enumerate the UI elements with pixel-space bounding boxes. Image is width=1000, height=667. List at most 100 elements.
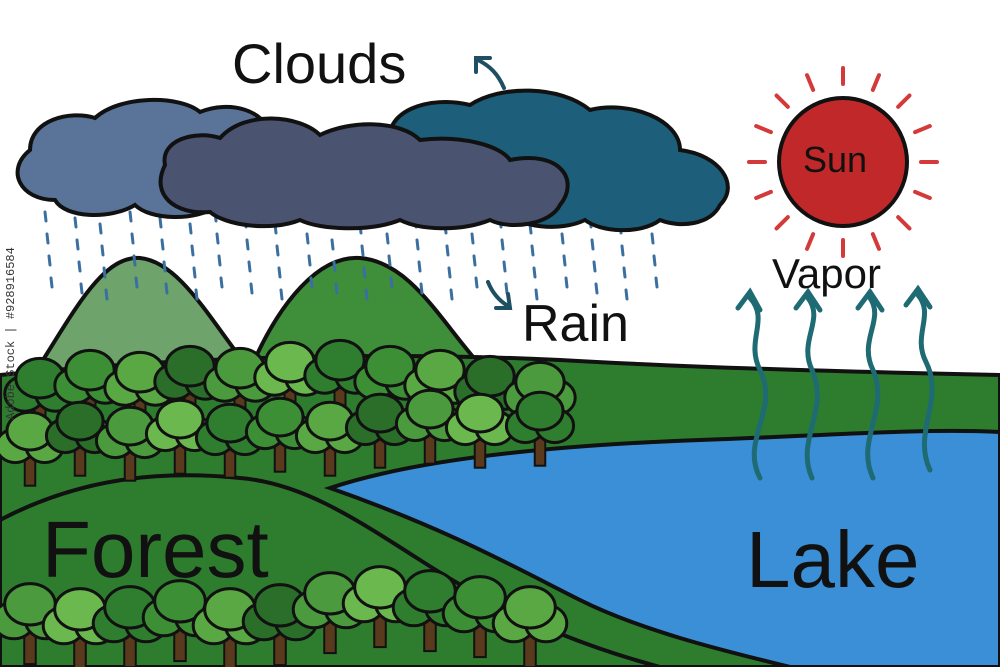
rain-drop: [362, 266, 367, 279]
sun-ray: [774, 93, 790, 109]
rain-drop: [215, 232, 220, 245]
rain-drop: [590, 238, 595, 251]
rain-drop: [530, 244, 535, 257]
rain-drop: [624, 288, 629, 301]
rain-drop: [307, 254, 312, 267]
vapor-arrow-3: [865, 295, 881, 481]
hill-right: [246, 255, 485, 373]
rain-drop: [73, 216, 78, 229]
vapor-arrow-4-head: [903, 284, 933, 310]
vapor-arrow-2: [804, 295, 820, 481]
sun-ray: [805, 73, 816, 92]
sun-ray: [774, 215, 790, 231]
rain-drop: [387, 254, 392, 267]
rain-drop: [652, 254, 657, 267]
vapor-arrow-2-head: [793, 287, 823, 313]
forest-label: Forest: [42, 505, 269, 594]
rain-drop: [134, 276, 139, 289]
rain-drop: [75, 238, 80, 251]
rain-drop: [47, 254, 52, 267]
lake-label: Lake: [746, 515, 920, 604]
sun-rays: [747, 66, 939, 258]
rain-drop: [330, 238, 335, 251]
rain-drop: [160, 238, 165, 251]
rain-drop: [132, 254, 137, 267]
rain-drop: [192, 266, 197, 279]
sun-ray: [896, 215, 912, 231]
rain-drop: [43, 210, 48, 223]
rain-drop: [417, 260, 422, 273]
vapor-arrow-4: [915, 292, 935, 473]
sun-ray: [913, 124, 932, 135]
rain-drop: [279, 288, 284, 301]
stock-id-text: Adobe Stock | #928916584: [4, 247, 18, 420]
rain-drop: [560, 232, 565, 245]
rain-drop: [415, 238, 420, 251]
sun-ray: [913, 189, 932, 200]
rain-drop: [104, 288, 109, 301]
rain-drop: [447, 266, 452, 279]
tree: [444, 392, 516, 469]
rain-drop: [385, 232, 390, 245]
rain-drop: [247, 260, 252, 273]
rain-drop: [188, 222, 193, 235]
rain-drop: [162, 260, 167, 273]
rain-drop: [500, 238, 505, 251]
sun-ray: [805, 232, 816, 251]
rain-drop: [449, 288, 454, 301]
rain-drop: [419, 282, 424, 295]
vapor-arrows: [735, 284, 935, 481]
rain-drop: [277, 266, 282, 279]
rain-drop: [504, 282, 509, 295]
sun-ray: [896, 93, 912, 109]
rain-drop: [564, 276, 569, 289]
rain-drop: [622, 266, 627, 279]
rain-drop: [305, 232, 310, 245]
rain-drop: [164, 282, 169, 295]
rain-drop: [470, 232, 475, 245]
rain-drop: [158, 216, 163, 229]
rain-drop: [620, 244, 625, 257]
rain-drop: [364, 288, 369, 301]
rain-drop: [245, 238, 250, 251]
tree: [491, 585, 569, 667]
rain-drop: [194, 288, 199, 301]
sun-ray: [870, 232, 881, 251]
rain-drop: [334, 282, 339, 295]
rain-drop: [360, 244, 365, 257]
rain-drop: [217, 254, 222, 267]
rain-drop: [128, 210, 133, 223]
rain-drop: [594, 282, 599, 295]
clouds-label: Clouds: [232, 32, 407, 95]
vapor-label: Vapor: [772, 250, 881, 297]
rain-drop: [592, 260, 597, 273]
rain-drop: [102, 266, 107, 279]
rain-drop: [49, 276, 54, 289]
rain-arrow-icon: [486, 280, 513, 310]
rain-drop: [100, 244, 105, 257]
vapor-arrow-1: [747, 295, 769, 481]
sun: [777, 96, 909, 228]
rain-drop: [130, 232, 135, 245]
rain-drop: [532, 266, 537, 279]
forest-trees: [0, 338, 577, 667]
rain-drop: [98, 222, 103, 235]
tree: [94, 405, 166, 482]
sun-ray: [754, 124, 773, 135]
rain-drop: [45, 232, 50, 245]
vapor-arrow-1-head: [735, 287, 763, 313]
rain-drop: [219, 276, 224, 289]
rain-label: Rain: [522, 295, 629, 353]
rain-drop: [309, 276, 314, 289]
rain-drop: [190, 244, 195, 257]
sun-ray: [870, 73, 881, 92]
rain-drop: [562, 254, 567, 267]
rain-drop: [332, 260, 337, 273]
clouds-arrow-icon: [474, 56, 506, 90]
rain-drop: [474, 276, 479, 289]
sun-label: Sun: [803, 139, 868, 180]
rain-drop: [445, 244, 450, 257]
sun-ray: [754, 189, 773, 200]
rain-drop: [502, 260, 507, 273]
